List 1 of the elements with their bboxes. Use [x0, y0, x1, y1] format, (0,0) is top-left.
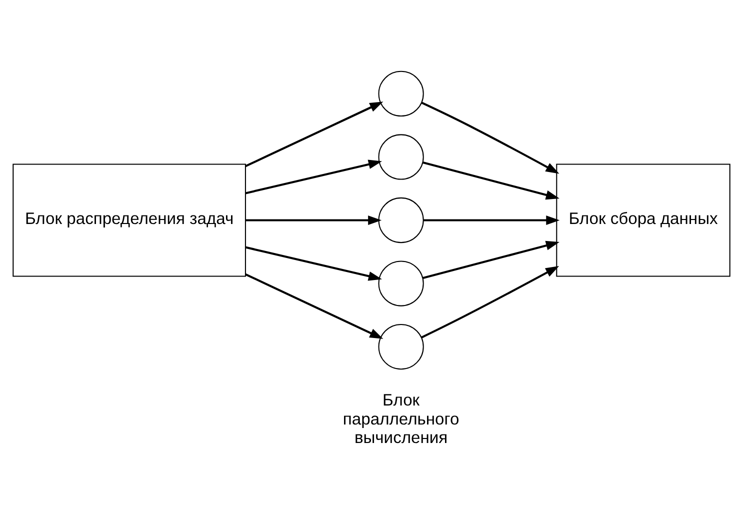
- label: Блок параллельного вычисления: [342, 390, 459, 447]
